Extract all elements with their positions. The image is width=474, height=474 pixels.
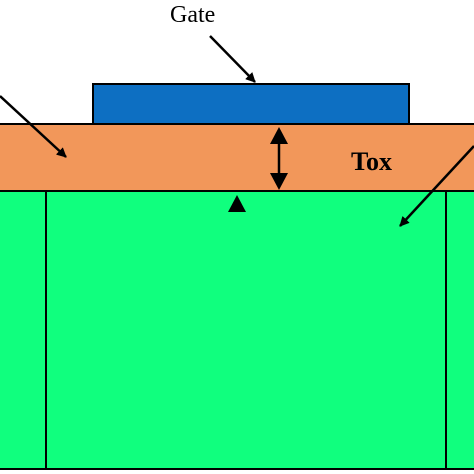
gate-label-arrow xyxy=(209,35,256,83)
tox-arrowhead-top xyxy=(270,127,288,144)
gate-electrode xyxy=(92,83,410,125)
tox-label: Tox xyxy=(351,147,392,176)
substrate-pointer-arrow xyxy=(399,145,474,227)
tox-arrowhead-bottom xyxy=(270,173,288,190)
substrate-region xyxy=(0,190,474,470)
oxide-layer xyxy=(0,123,474,192)
oxide-pointer-arrow xyxy=(0,95,67,158)
gate-label: Gate xyxy=(170,2,215,28)
interface-marker-triangle xyxy=(228,195,246,212)
